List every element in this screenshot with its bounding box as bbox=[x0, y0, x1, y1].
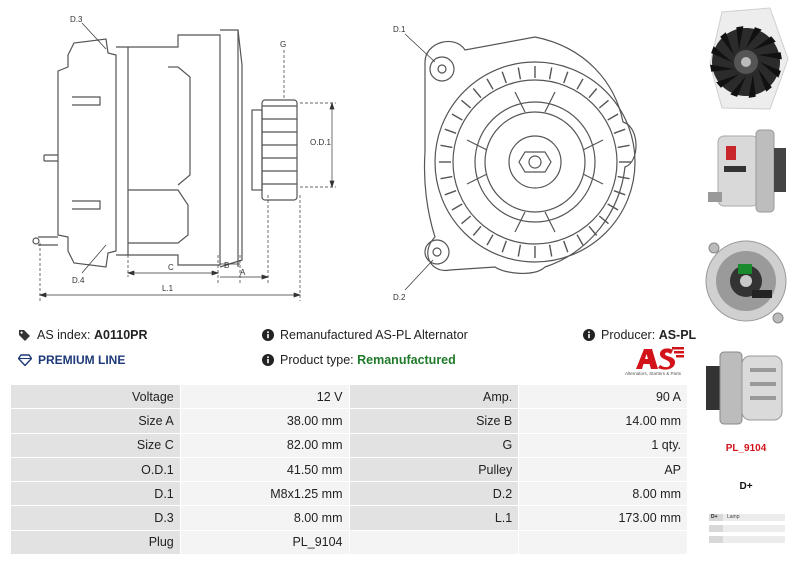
wiring-row: D+ Lamp bbox=[709, 514, 785, 521]
info-icon bbox=[262, 329, 274, 341]
spec-value: PL_9104 bbox=[179, 529, 350, 556]
spec-value: 14.00 mm bbox=[518, 408, 688, 434]
plug-terminal: D+ bbox=[739, 481, 753, 492]
spec-label: D.2 bbox=[348, 481, 520, 507]
wiring-key bbox=[709, 525, 723, 532]
label-a: A bbox=[240, 268, 246, 277]
as-index-value: A0110PR bbox=[94, 328, 148, 342]
producer-value: AS-PL bbox=[658, 328, 697, 342]
product-type: Product type: Remanufactured bbox=[262, 352, 456, 368]
spec-label: D.3 bbox=[10, 505, 181, 531]
wiring-row bbox=[709, 536, 785, 543]
spec-label: Plug bbox=[10, 529, 181, 556]
spec-value: 8.00 mm bbox=[518, 481, 688, 507]
product-title-text: Remanufactured AS-PL Alternator bbox=[280, 328, 468, 342]
product-photo-rear[interactable] bbox=[700, 226, 792, 336]
spec-label: D.1 bbox=[10, 481, 181, 507]
label-od1: O.D.1 bbox=[310, 138, 331, 147]
diamond-icon bbox=[18, 354, 32, 366]
premium-line: PREMIUM LINE bbox=[18, 352, 125, 368]
as-pl-logo-icon bbox=[636, 347, 684, 370]
spec-label bbox=[348, 529, 520, 556]
side-view-drawing: D.3 D.4 G O.D.1 C B A L.1 bbox=[32, 15, 336, 301]
spec-value: 38.00 mm bbox=[179, 408, 350, 434]
wiring-value: Lamp bbox=[727, 514, 740, 520]
label-c: C bbox=[168, 263, 174, 272]
as-index: AS index: A0110PR bbox=[18, 327, 148, 343]
info-icon bbox=[583, 329, 595, 341]
product-photo-pulley-side[interactable] bbox=[700, 338, 792, 434]
label-d2: D.2 bbox=[393, 293, 406, 302]
label-b: B bbox=[224, 261, 229, 270]
spec-value: 8.00 mm bbox=[179, 505, 350, 531]
spec-value: 1 qty. bbox=[518, 432, 688, 458]
product-photo-front[interactable] bbox=[700, 4, 792, 114]
label-l1: L.1 bbox=[162, 284, 174, 293]
spec-value bbox=[518, 529, 688, 556]
tag-icon bbox=[19, 330, 30, 341]
plug-wiring-table: D+ Lamp bbox=[709, 514, 785, 554]
spec-label: G bbox=[348, 432, 520, 458]
product-type-value: Remanufactured bbox=[357, 353, 456, 367]
label-d4: D.4 bbox=[72, 276, 85, 285]
label-g: G bbox=[280, 40, 286, 49]
producer: Producer: AS-PL bbox=[583, 327, 696, 343]
spec-label: O.D.1 bbox=[10, 456, 181, 483]
wiring-key bbox=[709, 536, 723, 543]
label-d3: D.3 bbox=[70, 15, 83, 24]
spec-label: L.1 bbox=[348, 505, 520, 531]
brand-logo: Alternators, Starters & Parts bbox=[618, 345, 688, 379]
spec-label: Pulley bbox=[348, 456, 520, 483]
brand-tagline: Alternators, Starters & Parts bbox=[624, 371, 682, 376]
wiring-key: D+ bbox=[709, 514, 723, 521]
spec-value: M8x1.25 mm bbox=[179, 481, 350, 507]
label-d1: D.1 bbox=[393, 25, 406, 34]
wiring-row bbox=[709, 525, 785, 532]
spec-label: Size B bbox=[348, 408, 520, 434]
spec-label: Amp. bbox=[348, 383, 520, 410]
product-title: Remanufactured AS-PL Alternator bbox=[262, 327, 468, 343]
spec-value: 90 A bbox=[518, 383, 688, 410]
plug-code: PL_9104 bbox=[725, 443, 767, 454]
spec-value: 173.00 mm bbox=[518, 505, 688, 531]
product-type-label: Product type: bbox=[280, 353, 354, 367]
info-icon bbox=[262, 354, 274, 366]
spec-value: 41.50 mm bbox=[179, 456, 350, 483]
premium-line-text: PREMIUM LINE bbox=[38, 353, 126, 367]
spec-value: 82.00 mm bbox=[179, 432, 350, 458]
producer-label: Producer: bbox=[601, 328, 656, 342]
product-photo-side[interactable] bbox=[700, 116, 792, 224]
spec-label: Size A bbox=[10, 408, 181, 434]
spec-value: AP bbox=[518, 456, 688, 483]
front-view-drawing: D.1 D.2 bbox=[393, 25, 637, 302]
spec-label: Voltage bbox=[10, 383, 181, 410]
spec-value: 12 V bbox=[179, 383, 350, 410]
as-index-label: AS index: bbox=[37, 328, 91, 342]
spec-label: Size C bbox=[10, 432, 181, 458]
